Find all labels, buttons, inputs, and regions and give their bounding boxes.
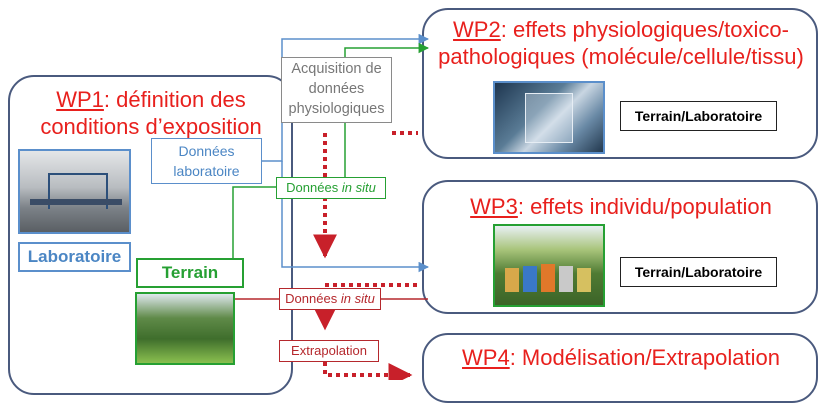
wp4-code: WP4 — [462, 345, 510, 370]
wp1-title: WP1: définition des conditions d’exposit… — [10, 86, 292, 140]
laboratory-image — [18, 149, 131, 234]
wp3-panel — [422, 180, 818, 314]
donnees-in-situ-red-label: Données in situ — [279, 288, 381, 310]
wp2-title: WP2: effets physiologiques/toxico- patho… — [426, 16, 816, 70]
wp2-cage-image — [493, 81, 605, 154]
donnees-word-red: Données — [285, 291, 338, 306]
in-situ-word: in situ — [341, 180, 376, 195]
lab-structure — [30, 199, 122, 205]
wp2-code: WP2 — [453, 17, 501, 42]
hive-4 — [559, 266, 573, 292]
wp1-title-text-2: conditions d’exposition — [40, 114, 262, 139]
wp3-context-box: Terrain/Laboratoire — [620, 257, 777, 287]
field-line — [232, 186, 282, 258]
terrain-image — [135, 292, 235, 365]
in-situ-word-red: in situ — [340, 291, 375, 306]
wp3-code: WP3 — [470, 194, 518, 219]
hive-2 — [523, 266, 537, 292]
hive-5 — [577, 268, 591, 292]
terrain-label: Terrain — [136, 258, 244, 288]
wp2-title-text: : effets physiologiques/toxico- — [500, 17, 789, 42]
cage-shape — [525, 93, 573, 143]
wp1-code: WP1 — [56, 87, 104, 112]
wp3-title-text: : effets individu/population — [517, 194, 772, 219]
wp3-beehives-image — [493, 224, 605, 307]
field-line-to-wp2 — [344, 42, 430, 180]
hive-3 — [541, 264, 555, 292]
wp1-title-text: : définition des — [103, 87, 246, 112]
wp4-title: WP4: Modélisation/Extrapolation — [426, 344, 816, 371]
donnees-in-situ-green-label: Données in situ — [276, 177, 386, 199]
laboratoire-label: Laboratoire — [18, 242, 131, 272]
dotted-arrow-wp4 — [323, 362, 413, 380]
lab-machine — [48, 173, 108, 209]
wp2-title-text-2: pathologiques (molécule/cellule/tissu) — [438, 44, 804, 69]
acquisition-label: Acquisition de données physiologiques — [281, 57, 392, 123]
donnees-laboratoire-label: Données laboratoire — [151, 138, 262, 184]
wp2-panel — [422, 8, 818, 159]
connector-lines — [232, 33, 430, 380]
wp3-title: WP3: effets individu/population — [426, 193, 816, 220]
wp2-context-box: Terrain/Laboratoire — [620, 101, 777, 131]
donnees-word: Données — [286, 180, 339, 195]
wp4-title-text: : Modélisation/Extrapolation — [509, 345, 780, 370]
extrapolation-label: Extrapolation — [279, 340, 379, 362]
hive-1 — [505, 268, 519, 292]
